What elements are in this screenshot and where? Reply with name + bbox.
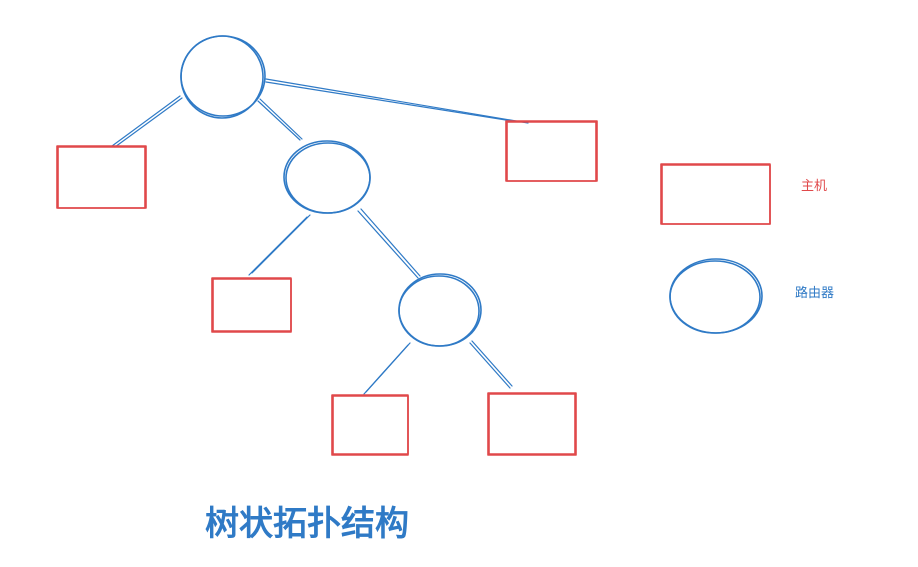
- link-root-router-mid: [257, 98, 303, 141]
- host-low-right: [487, 392, 577, 456]
- host-left: [56, 145, 147, 209]
- legend-router-label: 路由器: [795, 285, 834, 301]
- host-mid-left: [211, 277, 292, 333]
- link-low-host-left: [363, 342, 411, 395]
- router-root: [180, 35, 266, 119]
- legend-router-icon: [669, 258, 763, 334]
- host-low-left: [331, 394, 409, 456]
- legend-host-label: 主机: [801, 179, 827, 194]
- link-low-host-right: [469, 340, 513, 389]
- router-low: [398, 273, 482, 347]
- link-mid-router-low: [357, 208, 421, 279]
- host-right: [505, 120, 598, 182]
- router-mid: [283, 140, 371, 214]
- legend-host-icon: [660, 163, 771, 225]
- link-mid-host-left: [248, 214, 311, 276]
- link-root-host-left: [111, 95, 183, 148]
- diagram-title: 树状拓扑结构: [205, 504, 409, 544]
- link-root-host-right: [265, 78, 529, 124]
